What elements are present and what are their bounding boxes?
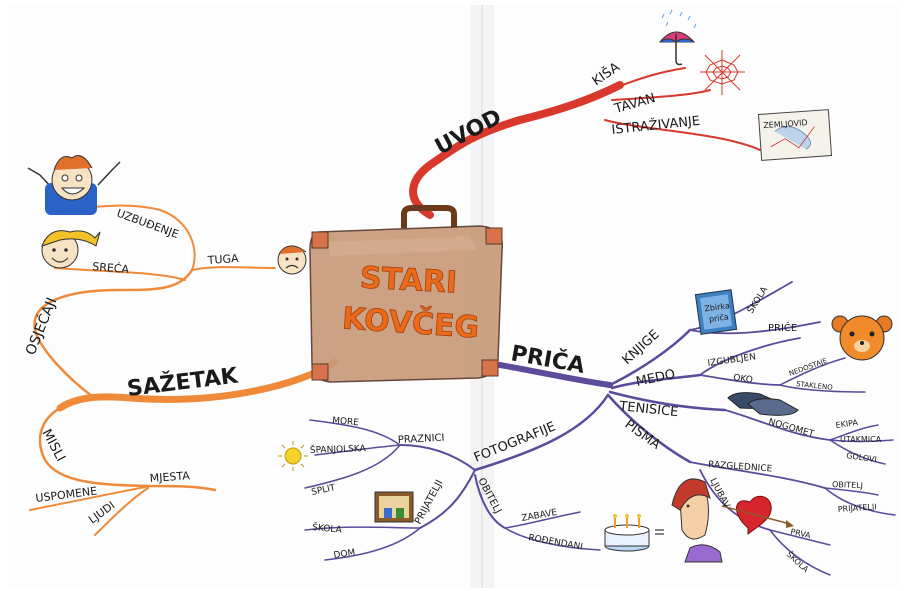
oko-label: OKO: [733, 373, 754, 386]
more-line: [309, 419, 401, 446]
prijatelji-photo-line: [419, 469, 476, 529]
birthday-cake-icon: [604, 514, 664, 552]
praznici-line: [399, 444, 476, 471]
sun-icon: [278, 441, 308, 471]
center-title-line1: STARI: [359, 260, 458, 300]
spider-web-icon: [700, 50, 745, 95]
umbrella-icon: [658, 9, 697, 66]
branch-sazetak: [29, 204, 339, 536]
zabave-line: [504, 511, 581, 529]
sreca-line: [54, 267, 186, 281]
suitcase-icon: [309, 205, 504, 383]
misli-line: [38, 406, 217, 492]
prijatelji-post-label: PRIJATELJI: [838, 502, 877, 514]
teddy-bear-icon: [831, 315, 893, 361]
osjecaji-line: [33, 268, 194, 398]
price-label: PRIČE: [768, 321, 797, 334]
mjesta-label: MJESTA: [149, 469, 190, 485]
uspomene-line: [29, 485, 151, 511]
kisa-line: [614, 67, 686, 89]
uvod-main-line: [409, 81, 624, 219]
nogomet-line: [724, 409, 831, 441]
sazetak-main-line: [56, 358, 339, 412]
ekipa-label: EKIPA: [835, 418, 859, 430]
praznici-label: PRAZNICI: [398, 433, 445, 446]
stakleno-label: STAKLENO: [796, 380, 834, 392]
book-icon: Zbirka priča: [694, 289, 738, 335]
framed-photo-icon: [374, 491, 414, 523]
more-label: MORE: [332, 416, 360, 428]
sad-face-icon: [277, 245, 307, 275]
spanjolska-label: ŠPANJOLSKA: [310, 442, 367, 456]
skola-love-line: [769, 529, 831, 576]
sreca-label: SREĆA: [92, 260, 130, 276]
golovi-label: GOLOVI: [846, 451, 878, 464]
stakleno-line: [779, 384, 866, 393]
prva-line: [769, 529, 831, 546]
istrazivanje-line: [604, 119, 761, 151]
medo-line: [610, 373, 702, 390]
spanjolska-line: [314, 444, 401, 456]
ljudi-line: [94, 487, 149, 536]
map-label: ZEMLJOVID: [763, 118, 808, 130]
skola-photo-label: ŠKOLA: [312, 521, 343, 536]
rodjendani-line: [504, 527, 601, 551]
razglednice-line: [689, 461, 826, 489]
heart-icon: [721, 495, 794, 535]
book-title-line1: Zbirka: [704, 301, 731, 313]
knjige-line: [608, 328, 692, 387]
pisma-line: [606, 393, 692, 464]
oko-line: [699, 374, 781, 386]
golovi-line: [829, 439, 886, 465]
branch-uvod: [409, 67, 761, 219]
happy-girl-icon: [41, 230, 101, 269]
prva-label: PRVA: [790, 527, 812, 540]
obitelj-photo-line: [474, 474, 506, 529]
fotografije-line: [473, 393, 610, 472]
tenisice-label: TENISICE: [618, 399, 679, 420]
tuga-label: TUGA: [206, 252, 239, 267]
split-line: [304, 444, 401, 489]
obitelj-post-line: [824, 487, 879, 496]
dom-label: DOM: [333, 548, 356, 561]
sneakers-icon: [727, 392, 799, 416]
dom-line: [324, 527, 421, 561]
tenisice-line: [608, 390, 727, 412]
book-title-line2: priča: [708, 311, 729, 324]
ekipa-line: [829, 424, 879, 441]
razglednice-label: RAZGLEDNICE: [708, 460, 773, 474]
prijatelji-post-line: [824, 487, 896, 516]
prica-main-line: [497, 362, 613, 388]
tuga-line: [191, 266, 276, 271]
utakmica-label: UTAKMICA: [840, 435, 882, 444]
girl-blowing-icon: [671, 478, 723, 563]
izgubljen-line: [699, 337, 801, 376]
map-icon: [757, 109, 833, 161]
obitelj-post-label: OBITELJ: [832, 480, 863, 490]
excited-face-icon: [27, 155, 121, 215]
branch-prica: [304, 281, 896, 576]
nedostaje-line: [779, 357, 846, 386]
utakmica-line: [829, 439, 894, 443]
skola-photo-line: [304, 526, 421, 531]
tavan-line: [611, 89, 711, 101]
